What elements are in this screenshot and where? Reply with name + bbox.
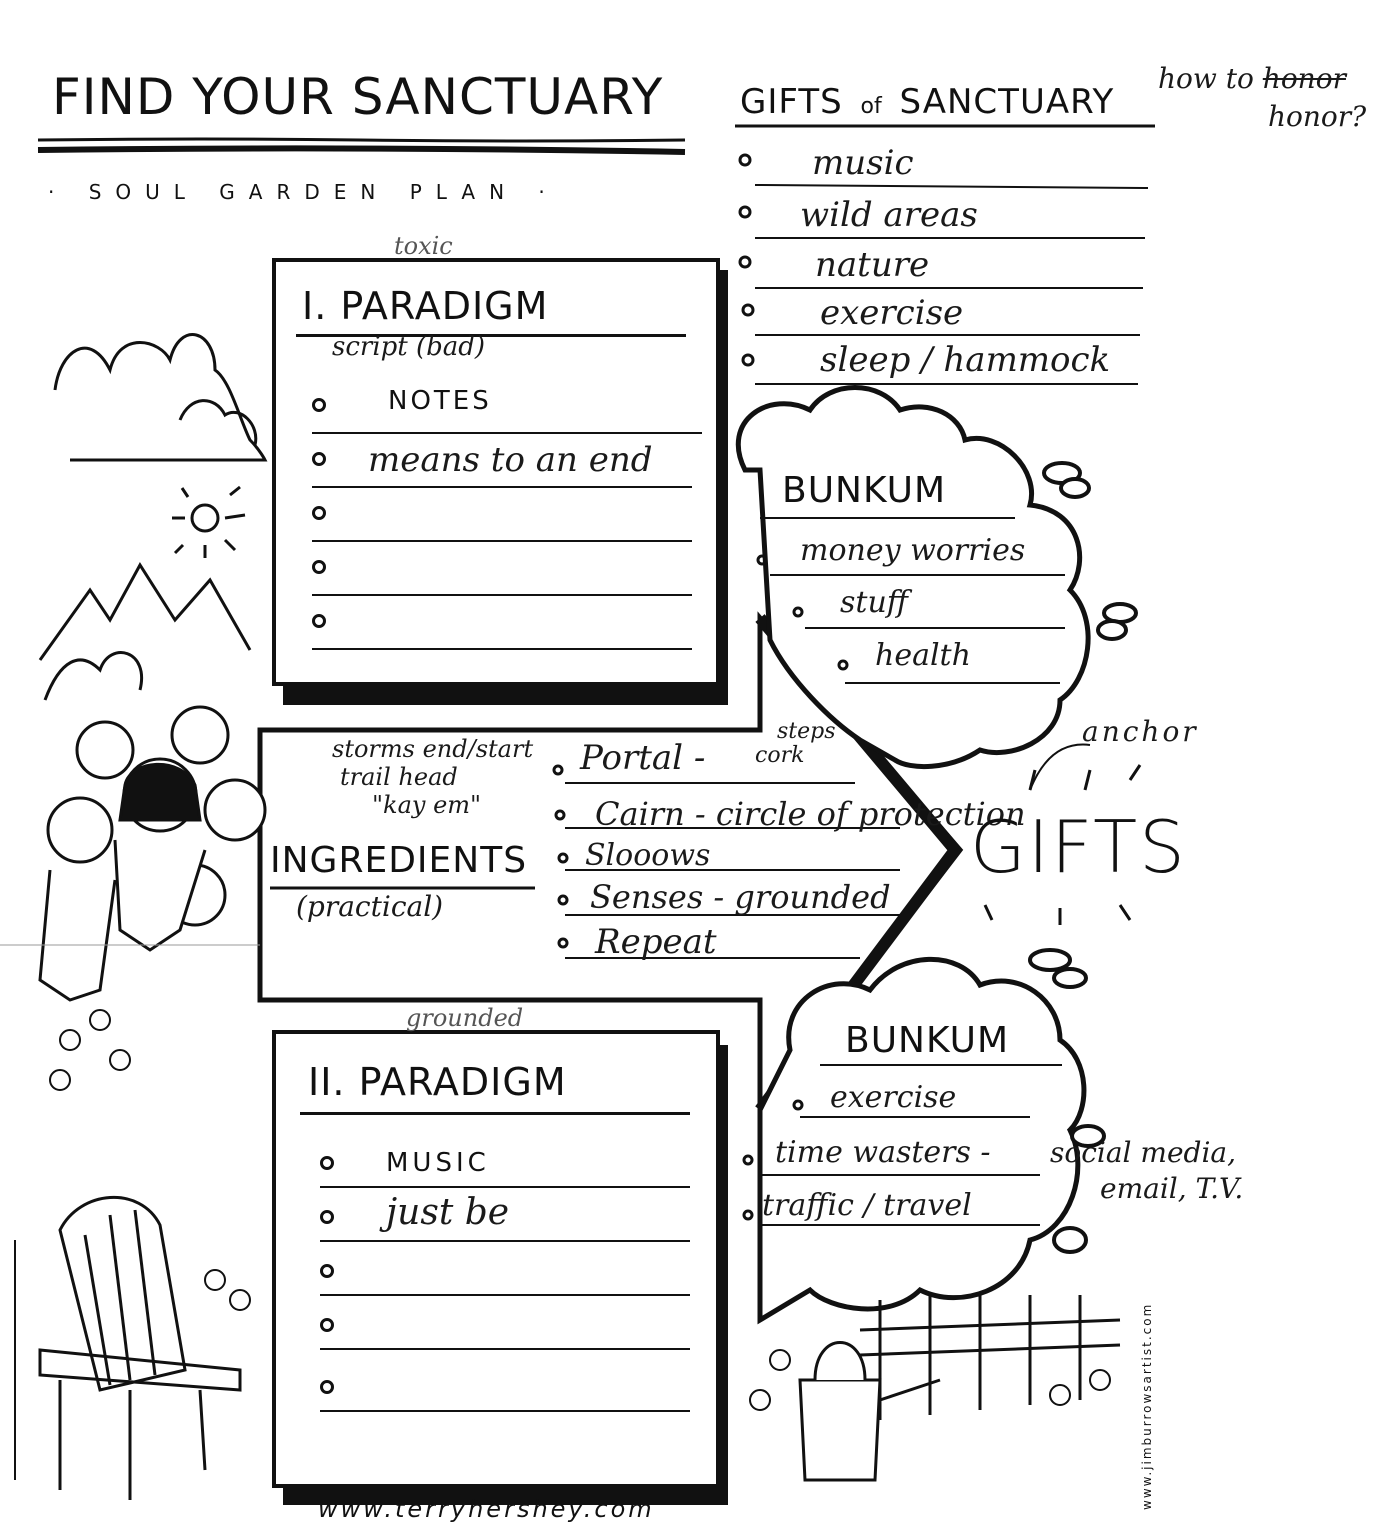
list-item-text: MUSIC bbox=[386, 1148, 490, 1178]
ingredients-note: storms end/start bbox=[332, 735, 534, 763]
ingredients-bullets bbox=[552, 764, 569, 949]
ingredients-left-notes: storms end/start trail head "kay em" bbox=[332, 735, 533, 819]
gift-item: exercise bbox=[820, 293, 964, 333]
gift-item: sleep / hammock bbox=[820, 340, 1111, 380]
adirondack-chair-sketch bbox=[14, 1195, 242, 1500]
margin-note-b: honor? bbox=[1268, 100, 1367, 133]
list-item: just be bbox=[320, 1188, 690, 1242]
margin-note: how to honor honor? bbox=[1158, 60, 1373, 136]
portal-note: steps cork bbox=[755, 720, 836, 768]
paradigm-2-list: MUSIC just be bbox=[320, 1134, 690, 1412]
paradigm-1-box: toxic I. PARADIGM script (bad) NOTES mea… bbox=[272, 232, 720, 686]
bullet-icon bbox=[320, 1210, 334, 1224]
gifts-title-of: of bbox=[860, 94, 882, 119]
paradigm-1-annotation: toxic bbox=[394, 232, 453, 260]
list-item-text: just be bbox=[386, 1192, 510, 1233]
footer-url[interactable]: www.terryhershey.com bbox=[318, 1495, 655, 1523]
list-item bbox=[312, 596, 692, 650]
flowers-sketch bbox=[49, 1009, 1111, 1411]
gifts-title-word: GIFTS bbox=[740, 82, 843, 122]
paradigm-2-box: grounded II. PARADIGM MUSIC just be bbox=[272, 1004, 720, 1488]
bunkum-cloud-bottom bbox=[757, 956, 1087, 1325]
ingredients-label: INGREDIENTS bbox=[270, 840, 528, 881]
bunkum-item: health bbox=[875, 638, 971, 673]
gifts-title-sanctuary: SANCTUARY bbox=[899, 82, 1115, 122]
paradigm-1-list: NOTES means to an end bbox=[312, 380, 702, 650]
list-item bbox=[320, 1296, 690, 1350]
bunkum-cloud-top bbox=[735, 385, 1091, 770]
paradigm-1-label: I. PARADIGM bbox=[302, 284, 549, 328]
list-item-text: means to an end bbox=[368, 440, 653, 480]
list-item-text: NOTES bbox=[388, 386, 492, 416]
bunkum-item: exercise bbox=[830, 1080, 957, 1115]
children-group-sketch bbox=[38, 705, 267, 1002]
ingredients-note: "kay em" bbox=[372, 791, 482, 819]
fence-sketch bbox=[859, 1295, 1121, 1420]
bunkum-item: time wasters - bbox=[775, 1135, 991, 1170]
portal-note-b: cork bbox=[755, 743, 805, 768]
paradigm-1-subnote: script (bad) bbox=[332, 332, 486, 362]
gift-item: nature bbox=[815, 245, 930, 285]
bullet-icon bbox=[312, 506, 326, 520]
gift-item: wild areas bbox=[800, 195, 978, 235]
ingredient-item: Cairn - circle of protection bbox=[595, 795, 1026, 833]
list-item bbox=[320, 1242, 690, 1296]
margin-note-a: how to bbox=[1158, 62, 1254, 95]
anchor-note: anchor bbox=[1082, 715, 1199, 748]
gifts-of-sanctuary-title: GIFTS of SANCTUARY bbox=[740, 82, 1114, 122]
bunkum-item: stuff bbox=[840, 585, 909, 620]
landscape-sketch bbox=[38, 333, 268, 701]
bunkum-item: traffic / travel bbox=[762, 1188, 972, 1223]
watering-can-icon bbox=[798, 1341, 941, 1482]
bullet-icon bbox=[320, 1156, 334, 1170]
gift-item: music bbox=[812, 143, 914, 183]
side-note-a: social media, bbox=[1050, 1136, 1237, 1169]
ingredient-item: Repeat bbox=[595, 922, 717, 962]
gifts-label: GIFTS bbox=[970, 805, 1187, 889]
list-item bbox=[320, 1350, 690, 1412]
paradigm-2-annotation: grounded bbox=[406, 1004, 524, 1032]
ingredients-lines bbox=[565, 782, 905, 959]
ingredients-note: trail head bbox=[340, 763, 458, 791]
bubbles-icon bbox=[1028, 461, 1138, 1254]
artist-credit: www.jimburrowsartist.com bbox=[1140, 1302, 1154, 1510]
sun-icon bbox=[172, 485, 246, 558]
ingredient-item: Slooows bbox=[585, 838, 711, 873]
bullet-icon bbox=[312, 560, 326, 574]
paradigm-2-label: II. PARADIGM bbox=[308, 1060, 567, 1104]
page-subtitle: · SOUL GARDEN PLAN · bbox=[48, 180, 559, 204]
ingredient-item: Senses - grounded bbox=[590, 878, 891, 916]
list-item: means to an end bbox=[312, 434, 692, 488]
bunkum-item: money worries bbox=[800, 533, 1026, 568]
list-item bbox=[312, 542, 692, 596]
list-item: NOTES bbox=[312, 380, 702, 434]
ingredients-sub: (practical) bbox=[296, 890, 444, 923]
bullet-icon bbox=[312, 398, 326, 412]
gifts-list-lines bbox=[754, 184, 1149, 385]
bullet-icon bbox=[312, 614, 326, 628]
bunkum-2-label: BUNKUM bbox=[845, 1020, 1010, 1061]
gifts-list-bullets bbox=[738, 153, 755, 367]
ingredient-item: Portal - bbox=[580, 738, 706, 778]
bullet-icon bbox=[320, 1264, 334, 1278]
page-title: FIND YOUR SANCTUARY bbox=[52, 68, 664, 126]
list-item bbox=[312, 488, 692, 542]
bullet-icon bbox=[320, 1318, 334, 1332]
bunkum-1-label: BUNKUM bbox=[782, 470, 947, 511]
bullet-icon bbox=[312, 452, 326, 466]
bullet-icon bbox=[320, 1380, 334, 1394]
side-note-b: email, T.V. bbox=[1100, 1172, 1244, 1205]
list-item: MUSIC bbox=[320, 1134, 690, 1188]
margin-note-struck: honor bbox=[1262, 62, 1346, 95]
portal-note-a: steps bbox=[777, 719, 836, 744]
bunkum-2-side-note: social media, email, T.V. bbox=[1050, 1135, 1243, 1207]
